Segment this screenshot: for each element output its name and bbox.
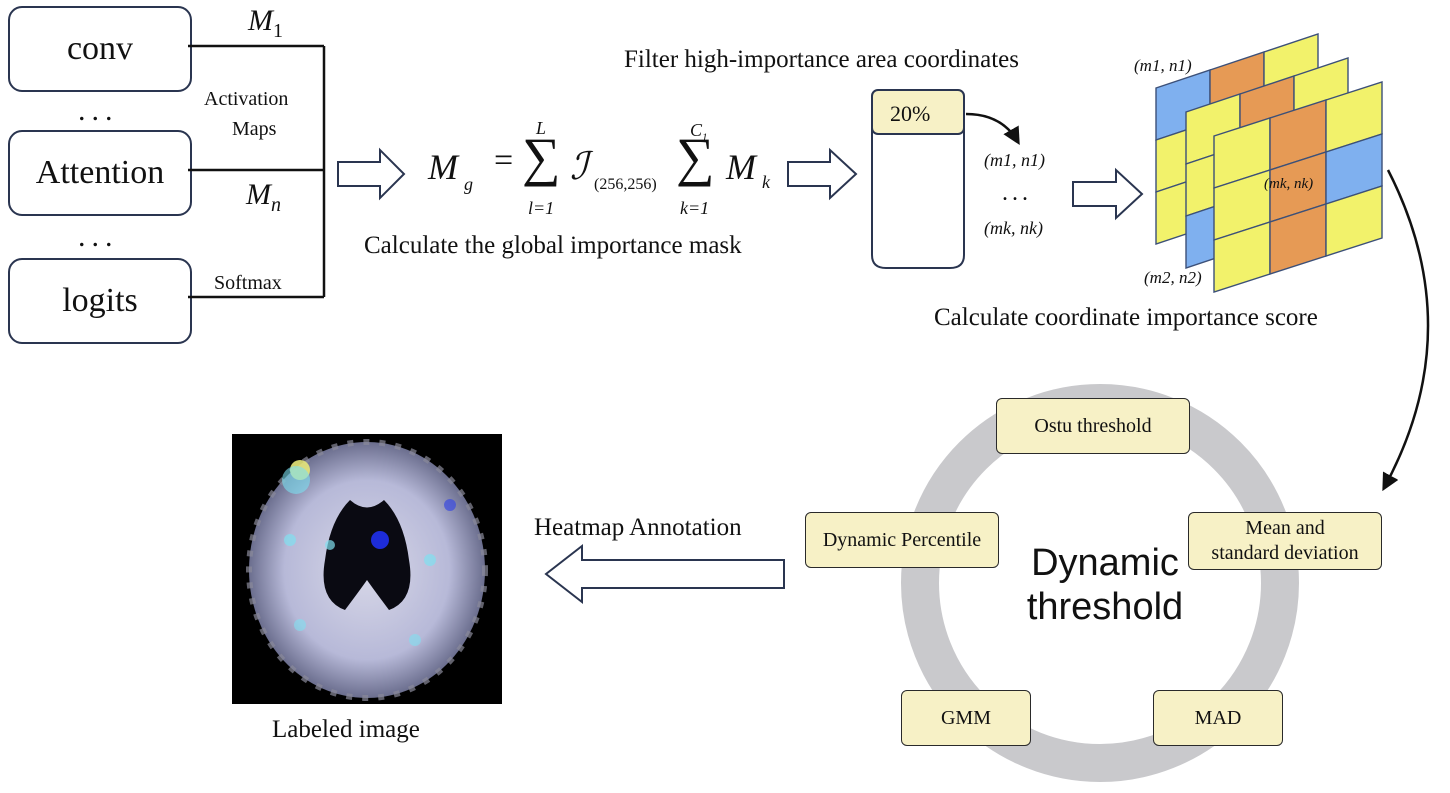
threshold-title-line1: Dynamic	[1031, 542, 1179, 584]
logits-label: logits	[62, 282, 138, 319]
maps-label: Maps	[232, 118, 277, 140]
formula-equals: =	[494, 142, 514, 179]
attention-box: Attention	[8, 130, 192, 216]
formula-lhs: M	[428, 147, 458, 187]
threshold-title: Dynamic threshold	[1000, 542, 1210, 629]
ellipsis-bottom: ...	[78, 220, 119, 253]
container-coord1: (m1, n1)	[984, 150, 1045, 170]
score-to-threshold-arrow	[1382, 169, 1430, 492]
formula-upper2: C1	[690, 120, 708, 144]
gmm-pill: GMM	[901, 690, 1031, 746]
block-arrow-1	[337, 147, 406, 201]
heatmap-caption: Heatmap Annotation	[534, 514, 742, 541]
formula-rhs: M	[726, 147, 756, 187]
ellipsis-top: ...	[78, 94, 119, 127]
m1-label: M1	[248, 4, 283, 42]
formula-rhs-sub: k	[762, 172, 770, 192]
filter-caption: Filter high-importance area coordinates	[624, 46, 1019, 73]
brain-image	[232, 434, 502, 704]
block-arrow-3	[1072, 167, 1144, 221]
attention-label: Attention	[35, 154, 165, 191]
global-mask-caption: Calculate the global importance mask	[364, 232, 742, 259]
grid-label-top: (m1, n1)	[1134, 56, 1192, 75]
grid-label-mid: (mk, nk)	[1264, 176, 1314, 192]
percent-label: 20%	[890, 101, 931, 126]
activation-label: Activation	[204, 88, 289, 110]
softmax-label: Softmax	[214, 272, 282, 294]
container-coord-dots: ...	[1002, 180, 1032, 206]
formula-sigma1: ∑	[522, 127, 561, 187]
filter-arrow	[965, 112, 1020, 146]
labeled-caption: Labeled image	[272, 716, 420, 743]
block-arrow-left	[544, 543, 785, 605]
bracket-lines	[188, 44, 326, 299]
formula-lower2: k=1	[680, 198, 710, 218]
formula-upper1: L	[536, 118, 547, 138]
grid-label-bottom: (m2, n2)	[1144, 268, 1202, 287]
importance-grids	[1155, 33, 1383, 293]
mn-label: Mn	[246, 178, 281, 216]
container-coordk: (mk, nk)	[984, 218, 1043, 238]
grid-cell	[1325, 185, 1383, 257]
threshold-title-line2: threshold	[1026, 585, 1184, 628]
logits-box: logits	[8, 258, 192, 344]
formula-lower1: l=1	[528, 198, 555, 218]
block-arrow-2	[787, 147, 858, 201]
formula-script-i: ℐ	[570, 146, 588, 188]
formula: M g = L ∑ l=1 ℐ (256,256) C1 ∑ k=1 M k	[428, 118, 788, 228]
mad-pill: MAD	[1153, 690, 1283, 746]
conv-label: conv	[66, 30, 134, 67]
container-body	[871, 96, 965, 269]
conv-box: conv	[8, 6, 192, 92]
dynamic-percentile-pill: Dynamic Percentile	[805, 512, 999, 568]
formula-i-sub: (256,256)	[594, 176, 657, 193]
percent-box	[871, 89, 965, 135]
ostu-threshold-pill: Ostu threshold	[996, 398, 1190, 454]
coord-score-caption: Calculate coordinate importance score	[934, 304, 1318, 331]
formula-sigma2: ∑	[676, 127, 715, 187]
formula-lhs-sub: g	[464, 174, 473, 194]
